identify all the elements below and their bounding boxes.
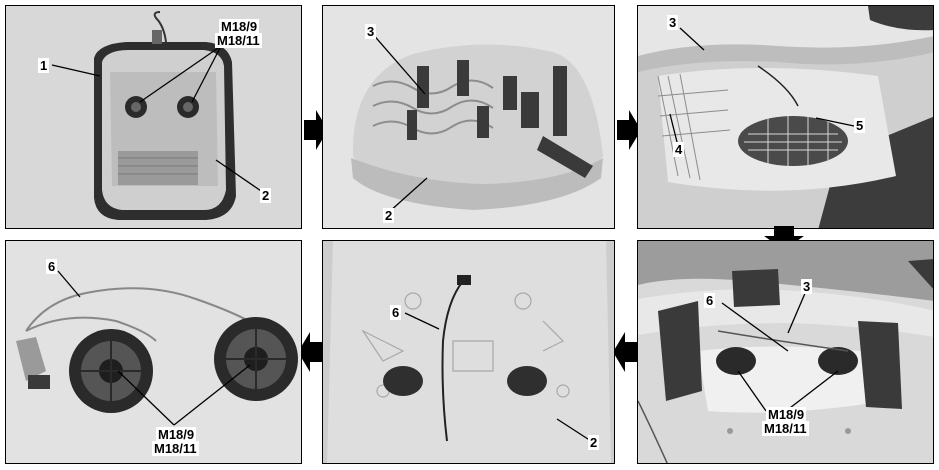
callout-m18-11: M18/11 [215, 33, 262, 48]
callout-m18-9: M18/9 [156, 427, 197, 442]
flow-arrow-left-2 [298, 332, 322, 372]
panel-5-illustration [323, 241, 614, 463]
callout-2: 2 [588, 435, 600, 450]
callout-2: 2 [260, 188, 272, 203]
panel-5-foam-underside: 6 2 [322, 240, 615, 464]
flow-arrow-right-2 [617, 110, 641, 150]
callout-6: 6 [704, 293, 716, 308]
callout-6: 6 [46, 259, 58, 274]
callout-5: 5 [854, 118, 866, 133]
callout-3: 3 [365, 24, 377, 39]
callout-3: 3 [801, 279, 813, 294]
callout-1: 1 [38, 58, 50, 73]
callout-m18-11: M18/11 [152, 441, 199, 456]
flow-arrow-down [764, 226, 804, 250]
callout-3: 3 [667, 15, 679, 30]
panel-3-spacer-mesh: 3 4 5 [637, 5, 934, 229]
callout-2: 2 [383, 208, 395, 223]
panel-2-illustration [323, 6, 614, 228]
callout-m18-9: M18/9 [766, 407, 807, 422]
callout-4: 4 [673, 142, 685, 157]
callout-m18-9: M18/9 [219, 19, 260, 34]
panel-2-cover-heater-mat: 3 2 [322, 5, 615, 229]
panel-6-illustration [6, 241, 301, 463]
flow-arrow-left-1 [613, 332, 637, 372]
callout-m18-11: M18/11 [762, 421, 809, 436]
panel-1-cushion-underside: 1 M18/9 M18/11 2 [5, 5, 302, 229]
callout-6: 6 [390, 305, 402, 320]
panel-3-illustration [638, 6, 933, 228]
panel-4-fans-exposed: 6 3 M18/9 M18/11 [637, 240, 934, 464]
panel-6-fans-harness: 6 M18/9 M18/11 [5, 240, 302, 464]
